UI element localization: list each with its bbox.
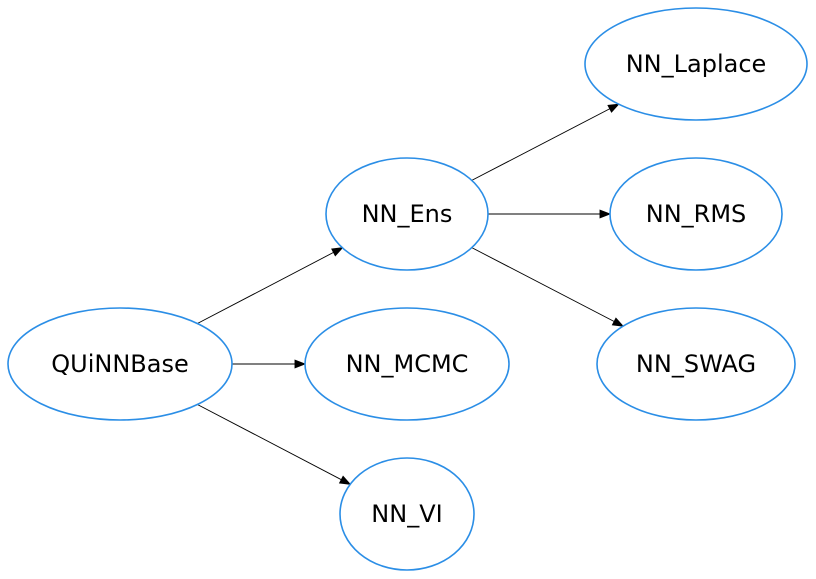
arrowhead — [599, 209, 612, 219]
node-nn_vi: NN_VI — [339, 457, 475, 571]
edge-quinnbase-to-nn_vi — [197, 404, 352, 485]
node-nn_laplace: NN_Laplace — [584, 7, 808, 121]
node-nn_ens: NN_Ens — [325, 157, 489, 271]
edge-nn_ens-to-nn_rms — [488, 209, 612, 219]
node-ellipse — [325, 157, 489, 271]
node-nn_swag: NN_SWAG — [596, 307, 796, 421]
edge-line — [197, 252, 334, 324]
node-ellipse — [596, 307, 796, 421]
node-ellipse — [584, 7, 808, 121]
node-label: NN_MCMC — [346, 350, 469, 378]
node-ellipse — [304, 307, 510, 421]
edge-line — [471, 108, 610, 181]
node-label: QUiNNBase — [51, 350, 188, 378]
node-nn_rms: NN_RMS — [609, 157, 783, 271]
arrowhead — [338, 475, 352, 485]
node-ellipse — [7, 307, 233, 421]
node-label: NN_RMS — [646, 200, 747, 228]
node-label: NN_Laplace — [626, 50, 767, 78]
edges-layer — [197, 103, 625, 485]
node-label: NN_SWAG — [636, 350, 756, 378]
edge-line — [197, 404, 342, 481]
edge-quinnbase-to-nn_mcmc — [232, 359, 307, 369]
node-nn_mcmc: NN_MCMC — [304, 307, 510, 421]
edge-nn_ens-to-nn_laplace — [471, 103, 620, 181]
node-ellipse — [339, 457, 475, 571]
edge-line — [471, 247, 615, 322]
edge-nn_ens-to-nn_swag — [471, 247, 625, 327]
arrowhead — [607, 103, 620, 113]
arrowhead — [294, 359, 307, 369]
edge-quinnbase-to-nn_ens — [197, 247, 344, 324]
arrowhead — [611, 317, 625, 327]
node-ellipse — [609, 157, 783, 271]
node-label: NN_Ens — [362, 200, 453, 228]
node-quinnbase: QUiNNBase — [7, 307, 233, 421]
arrowhead — [331, 247, 344, 257]
node-label: NN_VI — [371, 500, 442, 528]
